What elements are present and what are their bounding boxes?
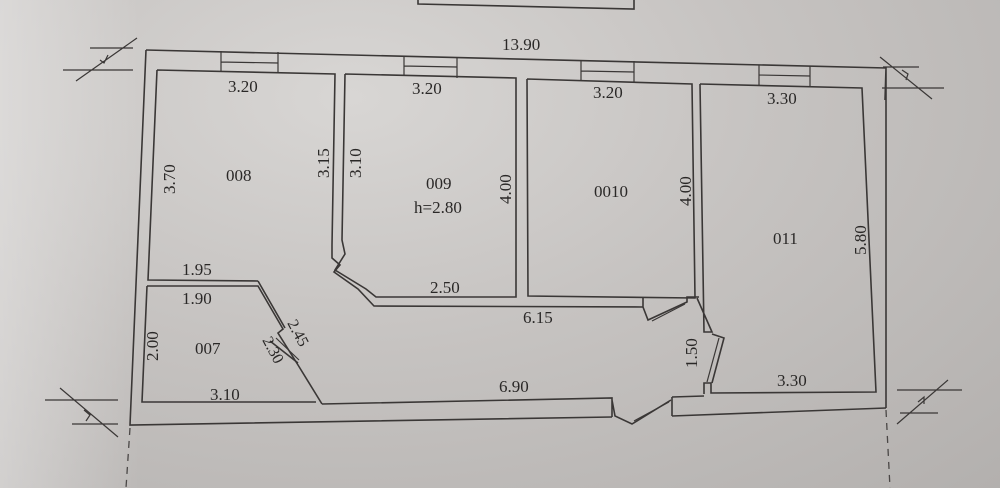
room-007	[141, 280, 323, 405]
outer-walls	[129, 49, 887, 426]
room-009-label: 009	[426, 174, 452, 193]
break-bottom-right-icon	[896, 379, 962, 425]
room-009-height: h=2.80	[414, 198, 462, 217]
room-0010-label: 0010	[594, 182, 628, 201]
room-009-right-dim: 4.00	[496, 174, 515, 204]
room-008-label: 008	[226, 166, 252, 185]
room-011	[696, 83, 877, 394]
room-007-label: 007	[195, 339, 221, 358]
room-0010-top-dim: 3.20	[593, 83, 623, 102]
corridor-bottom-dim: 6.90	[499, 377, 529, 396]
break-bottom-left-icon	[45, 387, 119, 438]
room-008-right-dim: 3.15	[314, 148, 333, 178]
room-007-left-dim: 2.00	[143, 331, 162, 361]
room-0010-right-dim: 4.00	[676, 176, 695, 206]
room-011-right-dim: 5.80	[851, 225, 870, 255]
room-0010	[526, 78, 699, 322]
room-008	[147, 69, 336, 282]
break-top-left-icon	[63, 37, 138, 82]
room-007-top-outer-dim: 1.95	[182, 260, 212, 279]
scale-box	[417, 0, 635, 10]
room-011-label: 011	[773, 229, 798, 248]
room-009-top-dim: 3.20	[412, 79, 442, 98]
room-008-left-dim: 3.70	[160, 164, 179, 194]
windows	[220, 51, 811, 87]
room-009	[331, 73, 644, 308]
room-009-bottom-dim: 2.50	[430, 278, 460, 297]
room-011-top-dim: 3.30	[767, 89, 797, 108]
break-top-right-icon	[879, 56, 944, 100]
overall-width-label: 13.90	[502, 35, 540, 54]
room-011-bottom-dim: 3.30	[777, 371, 807, 390]
light-glare	[0, 0, 140, 488]
corridor-walls	[321, 395, 705, 425]
room-009-left-dim: 3.10	[346, 148, 365, 178]
corridor-top-dim: 6.15	[523, 308, 553, 327]
room-008-top-dim: 3.20	[228, 77, 258, 96]
room-007-bottom-dim: 3.10	[210, 385, 240, 404]
room-007-diag-outer-dim: 2.45	[283, 317, 311, 350]
axis-lines	[125, 409, 891, 488]
room-007-top-dim: 1.90	[182, 289, 212, 308]
entry-width-dim: 1.50	[682, 338, 701, 368]
